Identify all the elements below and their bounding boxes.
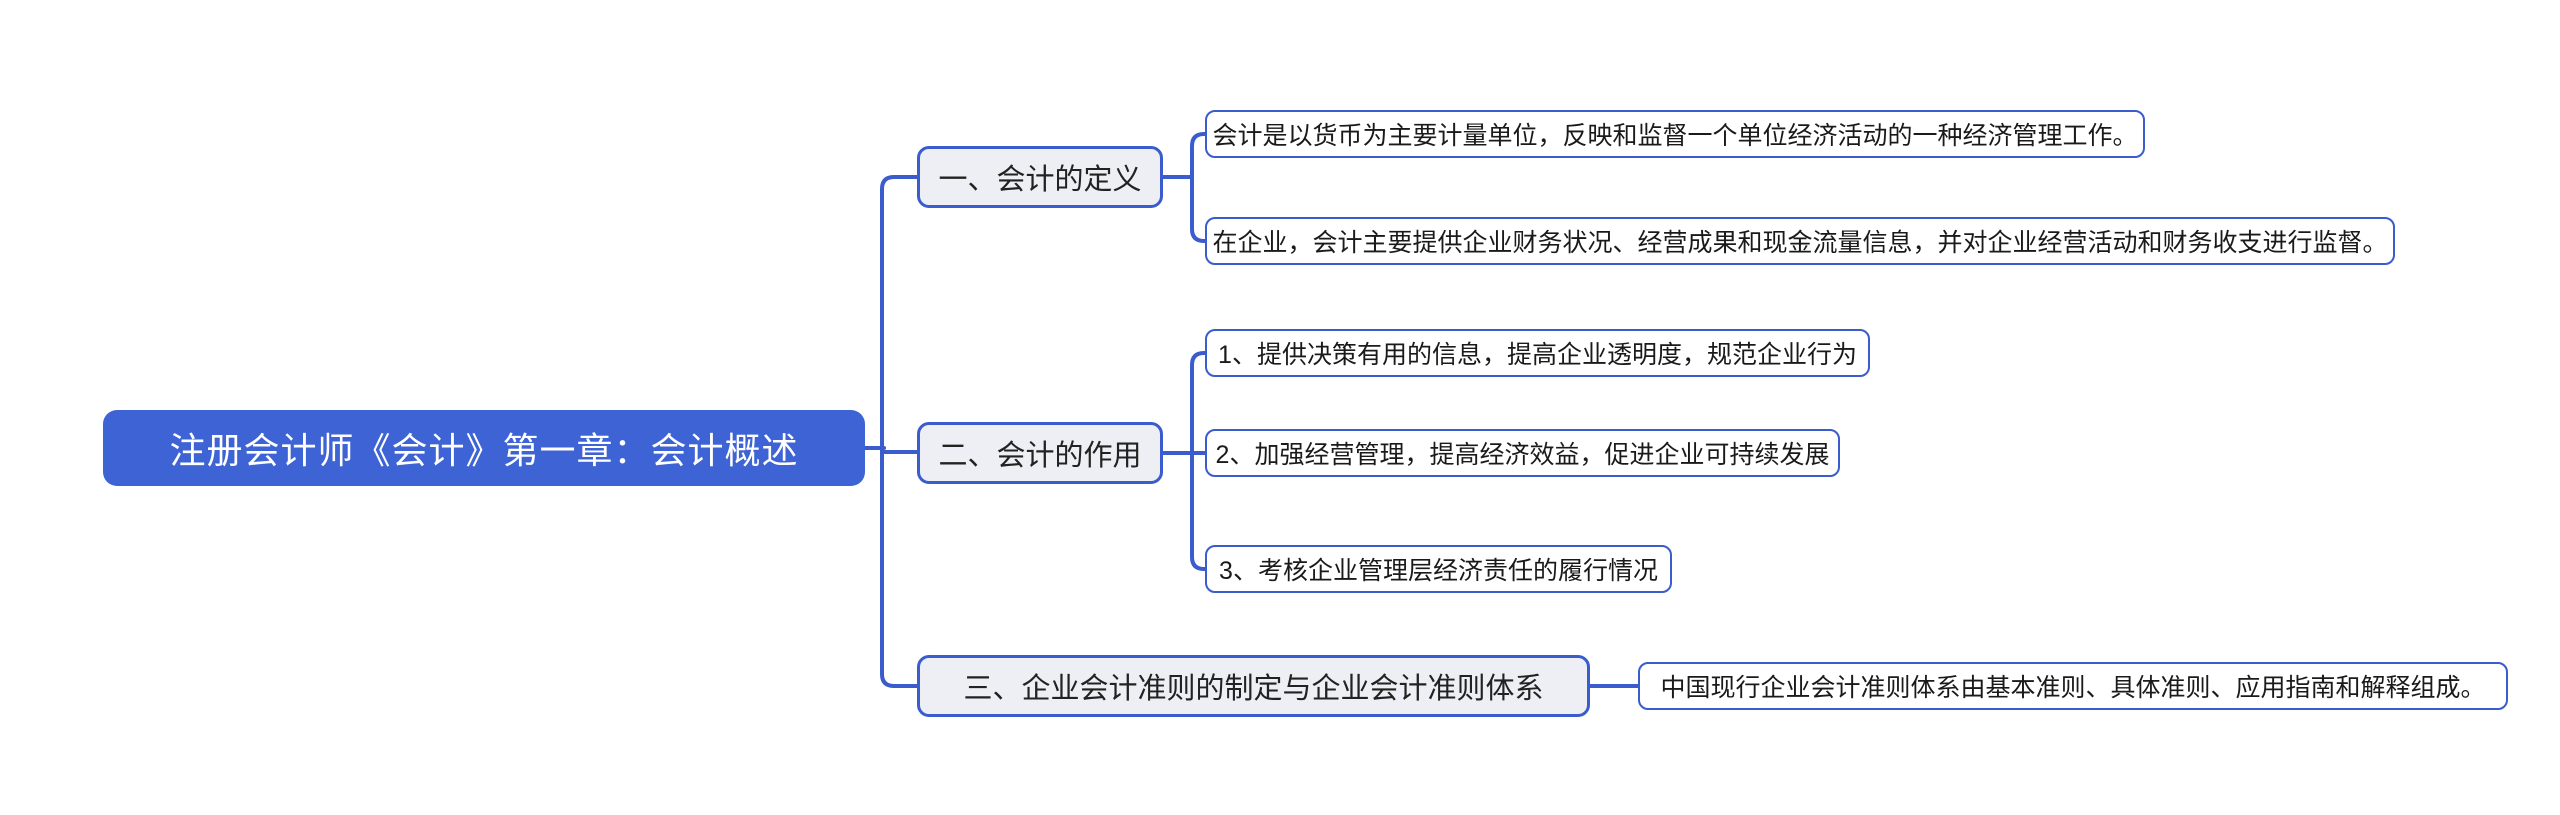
leaf-node-label: 2、加强经营管理，提高经济效益，促进企业可持续发展 bbox=[1215, 441, 1830, 469]
leaf-node-definition-2[interactable]: 在企业，会计主要提供企业财务状况、经营成果和现金流量信息，并对企业经营活动和财务… bbox=[1205, 217, 2395, 265]
leaf-node-role-1[interactable]: 1、提供决策有用的信息，提高企业透明度，规范企业行为 bbox=[1205, 329, 1870, 377]
root-node[interactable]: 注册会计师《会计》第一章：会计概述 bbox=[103, 410, 865, 486]
branch-node-role[interactable]: 二、会计的作用 bbox=[917, 422, 1163, 484]
branch-node-label: 一、会计的定义 bbox=[938, 164, 1142, 196]
leaf-node-label: 1、提供决策有用的信息，提高企业透明度，规范企业行为 bbox=[1218, 341, 1857, 369]
leaf-node-role-3[interactable]: 3、考核企业管理层经济责任的履行情况 bbox=[1205, 545, 1672, 593]
branch-node-label: 三、企业会计准则的制定与企业会计准则体系 bbox=[963, 673, 1544, 705]
leaf-node-standards-1[interactable]: 中国现行企业会计准则体系由基本准则、具体准则、应用指南和解释组成。 bbox=[1638, 662, 2508, 710]
leaf-node-label: 会计是以货币为主要计量单位，反映和监督一个单位经济活动的一种经济管理工作。 bbox=[1212, 122, 2138, 150]
branch-node-standards[interactable]: 三、企业会计准则的制定与企业会计准则体系 bbox=[917, 655, 1590, 717]
root-node-label: 注册会计师《会计》第一章：会计概述 bbox=[169, 430, 799, 471]
leaf-node-label: 在企业，会计主要提供企业财务状况、经营成果和现金流量信息，并对企业经营活动和财务… bbox=[1212, 229, 2388, 257]
leaf-node-definition-1[interactable]: 会计是以货币为主要计量单位，反映和监督一个单位经济活动的一种经济管理工作。 bbox=[1205, 110, 2145, 158]
leaf-node-label: 3、考核企业管理层经济责任的履行情况 bbox=[1219, 557, 1658, 585]
connector-branch2-trunk bbox=[1190, 351, 1207, 571]
branch-node-label: 二、会计的作用 bbox=[938, 440, 1142, 472]
leaf-node-role-2[interactable]: 2、加强经营管理，提高经济效益，促进企业可持续发展 bbox=[1205, 429, 1840, 477]
connector-branch1-trunk bbox=[1190, 132, 1207, 243]
leaf-node-label: 中国现行企业会计准则体系由基本准则、具体准则、应用指南和解释组成。 bbox=[1660, 674, 2486, 702]
branch-node-definition[interactable]: 一、会计的定义 bbox=[917, 146, 1163, 208]
connector-main-trunk bbox=[880, 175, 919, 688]
